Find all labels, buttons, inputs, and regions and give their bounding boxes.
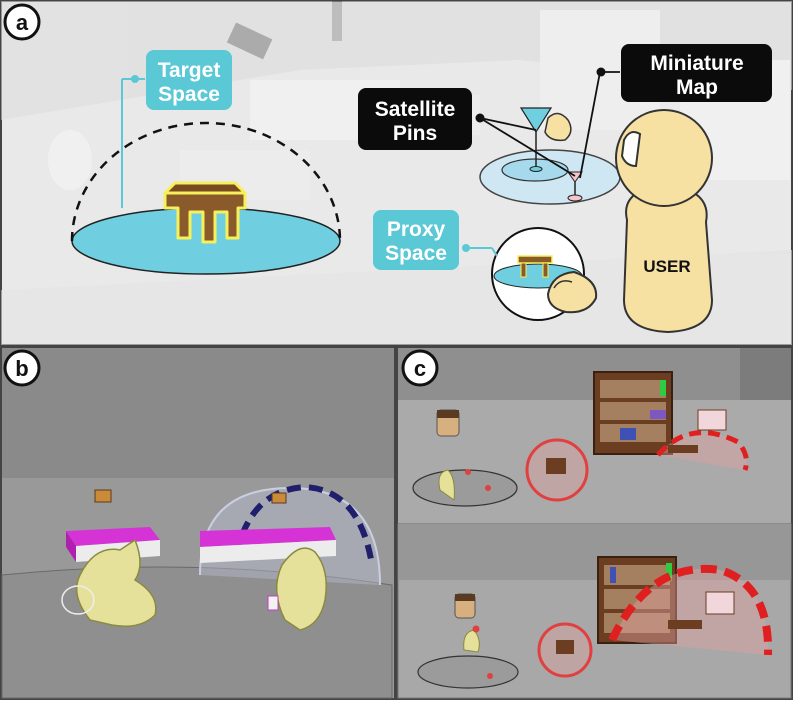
user-figure: USER <box>615 109 714 334</box>
panel-c: c <box>396 346 793 700</box>
room-background <box>1 1 792 345</box>
proxy-space-label-line2: Space <box>385 242 447 265</box>
target-arc-b <box>233 483 375 566</box>
target-space-label-box <box>146 50 232 110</box>
panel-c-top <box>398 348 791 523</box>
proxy-space-label-line1: Proxy <box>387 218 446 241</box>
hand-icon-right <box>276 547 327 631</box>
head-icon-top <box>436 409 460 437</box>
user-label: USER <box>643 257 690 276</box>
badge-c <box>401 349 439 387</box>
proxy-table-icon <box>517 255 553 278</box>
head-icon-bottom <box>454 593 476 619</box>
target-table-icon <box>163 181 247 244</box>
miniature-map-leader <box>579 71 601 179</box>
user-hand-small <box>544 112 572 142</box>
miniature-map-c-top <box>412 469 518 507</box>
bookshelf-icon <box>593 371 673 455</box>
miniature-map-label-line2: Map <box>676 76 718 99</box>
badge-c-text: c <box>414 356 426 381</box>
hand-icon-c-top <box>438 469 455 501</box>
satellite-pins-leader <box>479 117 537 131</box>
hand-icon-left <box>75 538 157 627</box>
satellite-pins-label-line2: Pins <box>393 122 437 145</box>
target-space-label-line1: Target <box>158 59 221 82</box>
panel-b: b <box>0 346 396 700</box>
target-arc-c-top <box>656 430 749 471</box>
badge-b-text: b <box>15 356 28 381</box>
miniature-map-label-box <box>621 44 772 102</box>
satellite-pin-large <box>519 107 553 172</box>
target-arc-c-bottom <box>608 564 773 656</box>
badge-a-text: a <box>16 10 29 35</box>
satellite-pins-label-box <box>358 88 472 150</box>
miniature-map-c-bottom <box>417 655 519 689</box>
panel-a: Target Space Satellite Pins Miniature Ma… <box>0 0 793 346</box>
target-space-dome <box>70 121 342 242</box>
small-item-icon <box>94 489 112 503</box>
badge-b <box>3 349 41 387</box>
satellite-pins-label-line1: Satellite <box>375 98 456 121</box>
panel-c-bottom <box>397 523 792 699</box>
miniature-map-label-line1: Miniature <box>650 52 743 75</box>
target-space-label-line2: Space <box>158 83 220 106</box>
proxy-space-label-box <box>373 210 459 270</box>
badge-a <box>3 3 41 41</box>
